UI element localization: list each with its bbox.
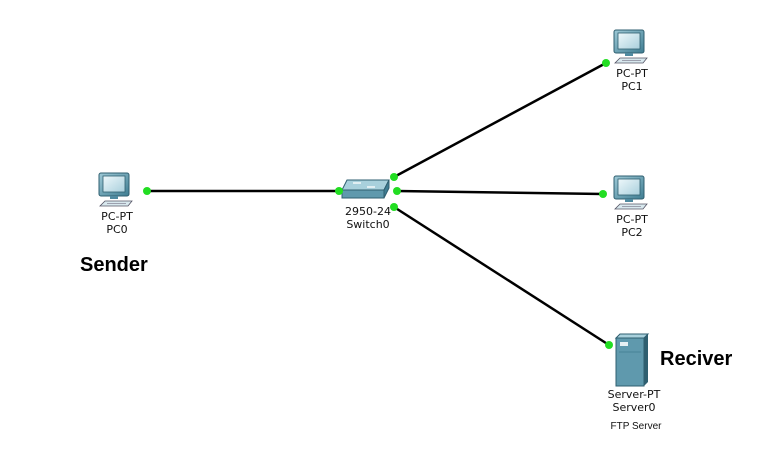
link-switch0-pc2[interactable]	[396, 189, 604, 196]
switch-icon[interactable]	[341, 179, 390, 199]
device-model: PC-PT	[101, 210, 133, 223]
device-label-pc0: PC-PT PC0	[101, 210, 133, 236]
port-light-server0	[605, 341, 613, 349]
device-name: PC0	[106, 223, 128, 236]
server-note: FTP Server	[610, 421, 662, 432]
port-light-switch0-server0	[390, 203, 398, 211]
device-label-pc2: PC-PT PC2	[616, 213, 648, 239]
port-light-switch0-pc1	[390, 173, 398, 181]
device-model: Server-PT	[607, 388, 661, 401]
device-name: PC2	[621, 226, 643, 239]
port-light-switch0-pc2	[393, 187, 401, 195]
links	[147, 61, 610, 347]
pc-icon[interactable]	[613, 29, 648, 64]
link-switch0-server0[interactable]	[393, 205, 610, 347]
pc-icon[interactable]	[98, 172, 133, 207]
receiver-annotation: Reciver	[660, 348, 733, 370]
server-icon[interactable]	[614, 333, 650, 387]
port-light-pc2	[599, 190, 607, 198]
device-name: Switch0	[346, 218, 390, 231]
device-model: 2950-24	[345, 205, 391, 218]
device-label-pc1: PC-PT PC1	[616, 67, 648, 93]
sender-annotation: Sender	[80, 254, 148, 276]
device-label-server0: Server-PT Server0	[608, 388, 661, 414]
port-light-pc0	[143, 187, 151, 195]
device-name: Server0	[612, 401, 656, 414]
pc-icon[interactable]	[613, 175, 648, 210]
device-name: PC1	[621, 80, 643, 93]
port-light-pc1	[602, 59, 610, 67]
device-label-switch0: 2950-24 Switch0	[345, 205, 391, 231]
port-light-switch0-pc0	[335, 187, 343, 195]
device-model: PC-PT	[616, 67, 648, 80]
device-model: PC-PT	[616, 213, 648, 226]
port-status-lights	[143, 59, 613, 349]
link-switch0-pc1[interactable]	[393, 61, 607, 179]
